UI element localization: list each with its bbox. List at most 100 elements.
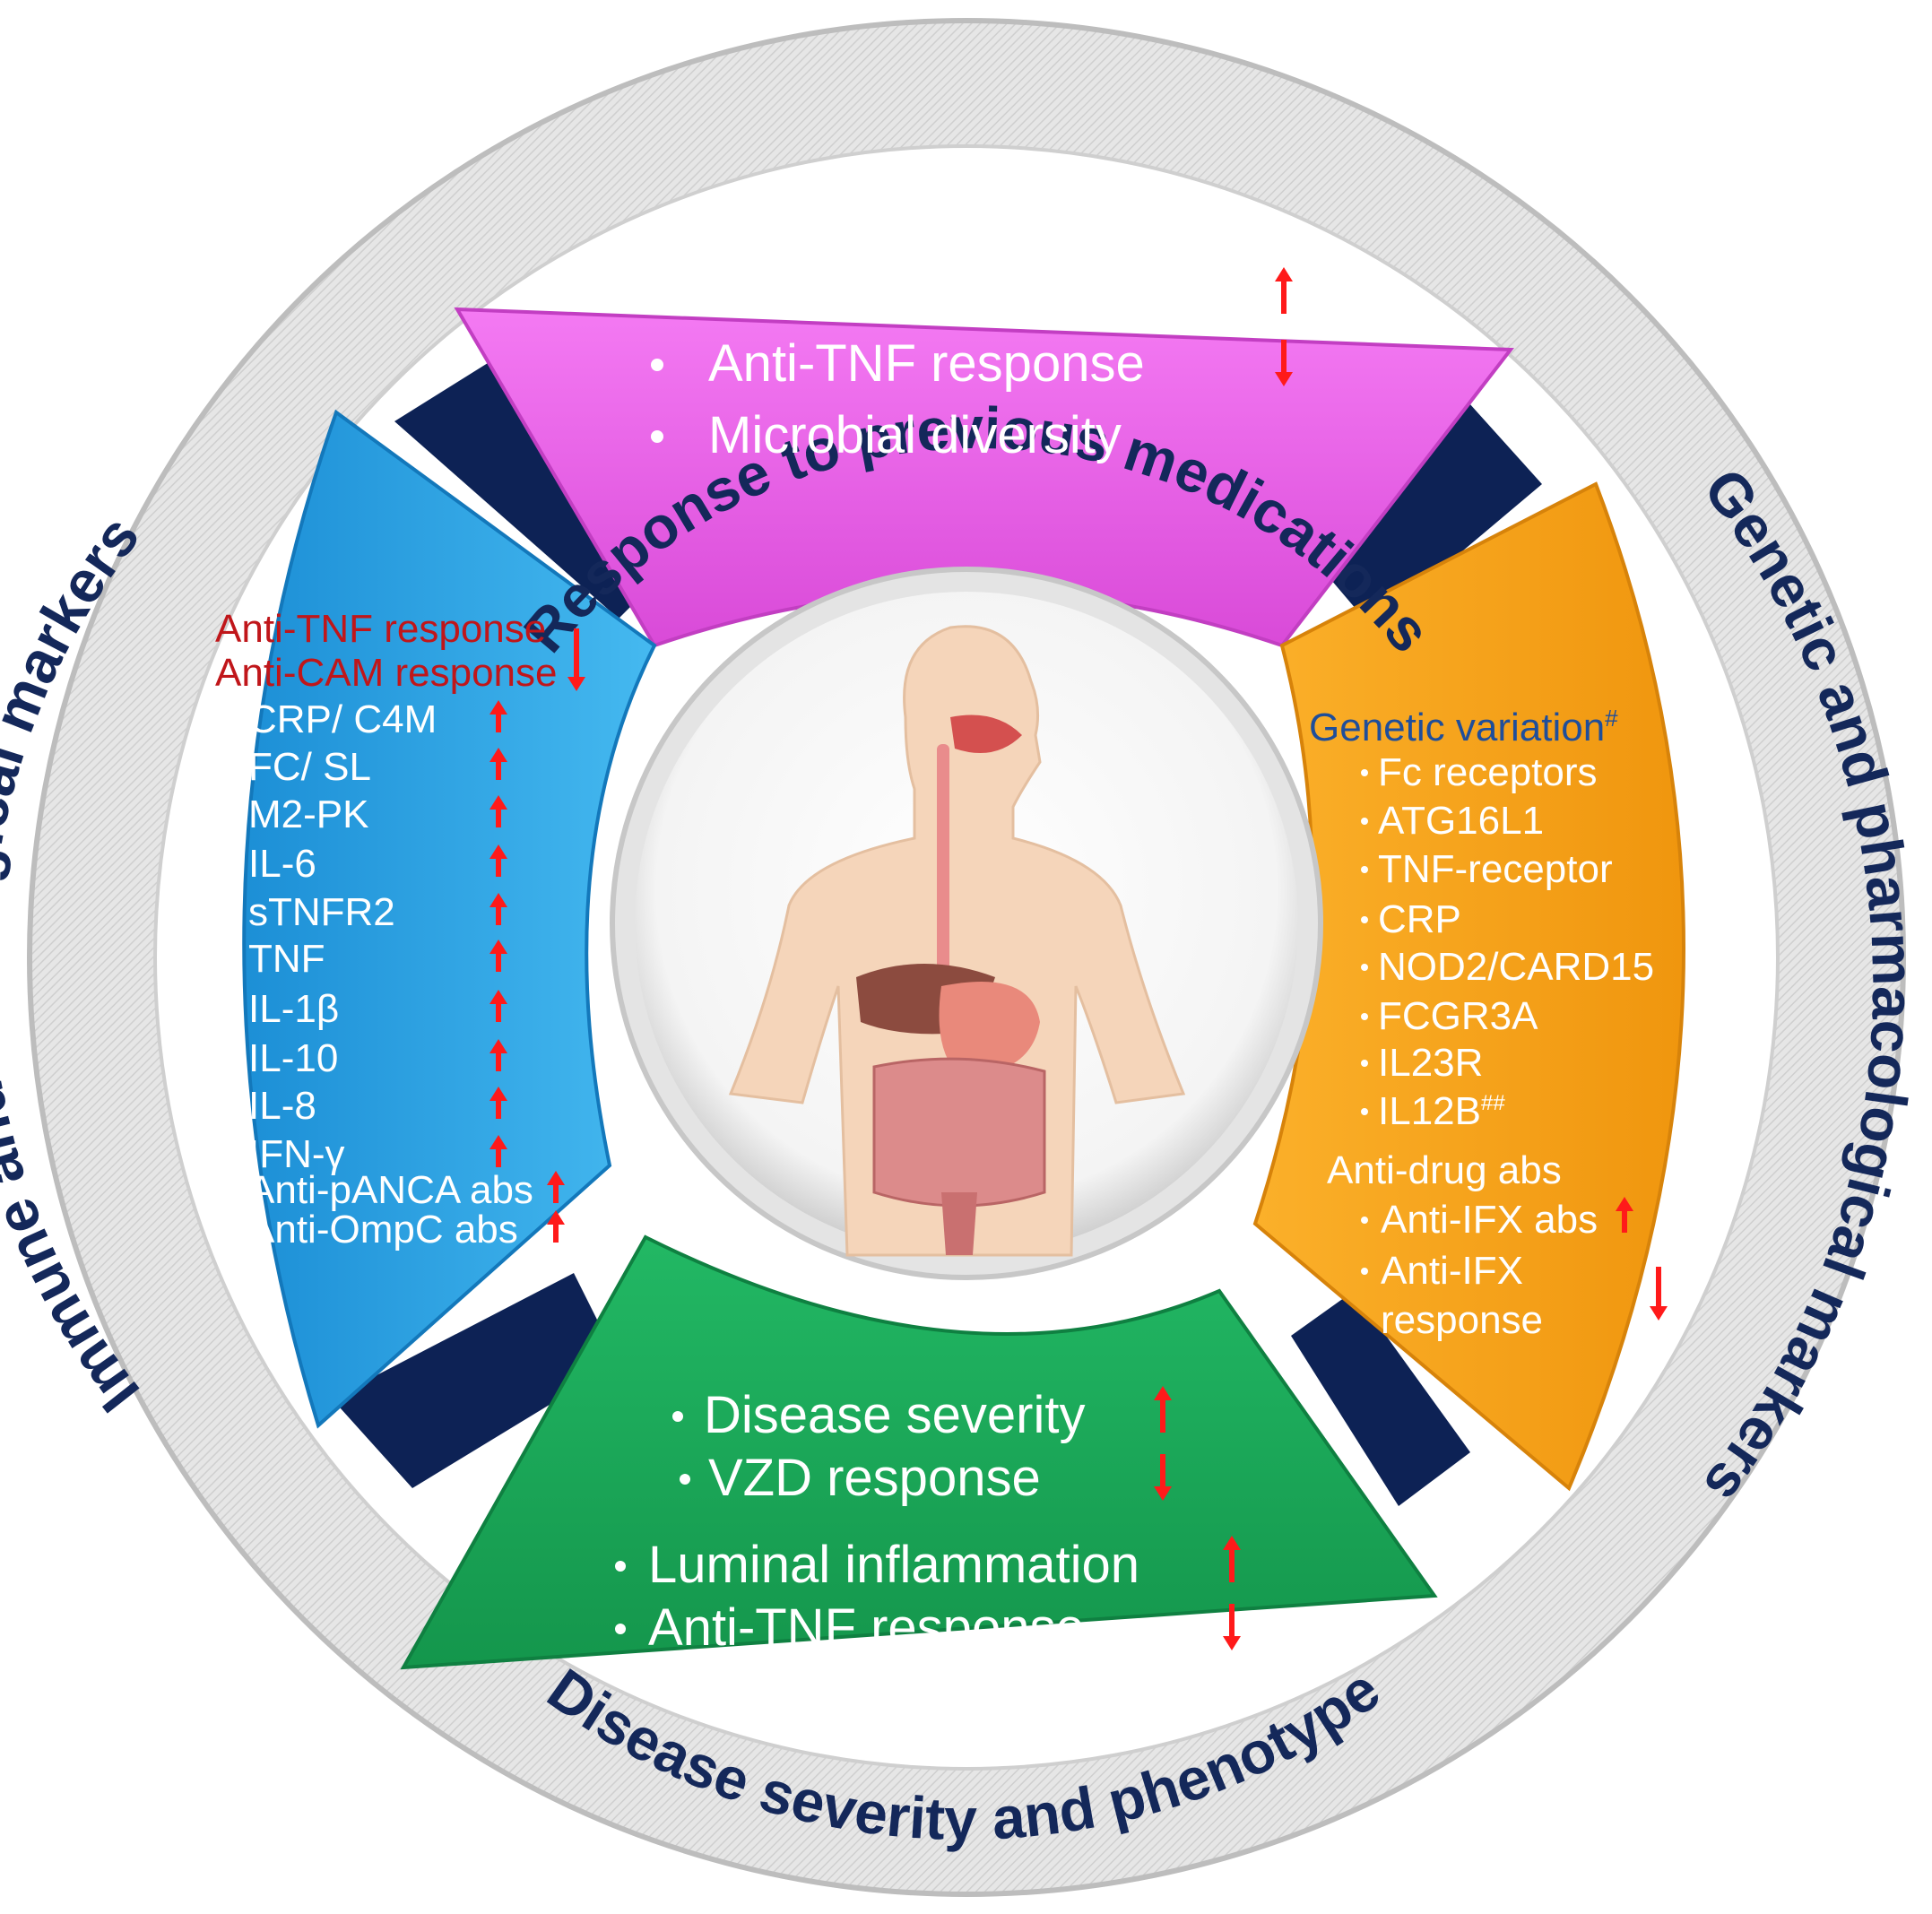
left-item-arrow-up-head xyxy=(489,940,507,954)
right-subitem-arrow-up-head xyxy=(1616,1197,1633,1211)
left-item-bullet xyxy=(231,1103,238,1110)
left-item-text: TNF xyxy=(248,937,325,981)
left-item-text: IL-6 xyxy=(248,842,316,886)
right-item-bullet xyxy=(1361,769,1368,776)
top-item-arrow-down xyxy=(1275,340,1293,386)
left-item-bullet xyxy=(231,764,238,771)
left-item-bullet xyxy=(231,1006,238,1013)
left-header-text: Anti-TNF response xyxy=(215,607,546,651)
left-item-bullet xyxy=(231,1151,238,1158)
right-item-text: FCGR3A xyxy=(1378,994,1538,1038)
right-item-bullet xyxy=(1361,1013,1368,1020)
left-item-arrow-up-head xyxy=(547,1210,565,1225)
right-subitem-arrow-down-head xyxy=(1650,1306,1668,1321)
bottom-item-bullet xyxy=(615,1624,626,1634)
right-item-bullet xyxy=(1361,916,1368,923)
bottom-item-arrow-up xyxy=(1154,1386,1172,1433)
left-item-text: IL-8 xyxy=(248,1084,316,1128)
bottom-item-arrow-down-head xyxy=(1223,1636,1241,1650)
left-item-bullet xyxy=(231,811,238,818)
left-item-arrow-up xyxy=(489,795,507,827)
top-item-text: Anti-TNF response xyxy=(708,334,1145,393)
dark-spoke-top-right xyxy=(1295,394,1542,628)
right-item-text: TNF-receptor xyxy=(1378,847,1613,891)
left-item-arrow-up-head xyxy=(489,1087,507,1101)
left-item-bullet xyxy=(231,956,238,963)
top-item-text: Microbial diversity xyxy=(708,406,1122,464)
left-header-arrow-down xyxy=(567,628,585,691)
right-subitem-text: response xyxy=(1381,1298,1543,1342)
left-item-arrow-up-head xyxy=(489,795,507,810)
left-item-text: FC/ SL xyxy=(248,745,371,789)
left-item-text: IL-10 xyxy=(248,1036,338,1080)
top-item-bullet xyxy=(651,359,663,371)
left-item-arrow-up-head xyxy=(489,1135,507,1149)
left-header-text: Anti-CAM response xyxy=(215,651,557,695)
dark-spoke-bottom-right xyxy=(1291,1291,1470,1506)
bottom-item-arrow-up-head xyxy=(1223,1536,1241,1550)
top-item-arrow-up xyxy=(1275,267,1293,314)
dark-spoke-bottom-left xyxy=(332,1273,619,1488)
right-item-text: ATG16L1 xyxy=(1378,799,1544,843)
left-item-bullet xyxy=(231,1187,238,1194)
left-item-text: IL-1β xyxy=(248,987,339,1031)
left-item-arrow-up xyxy=(489,748,507,780)
left-item-text: Anti-OmpC abs xyxy=(248,1208,518,1251)
right-item-bullet xyxy=(1361,964,1368,971)
bottom-item-text: Disease severity xyxy=(704,1386,1085,1444)
left-item-text: sTNFR2 xyxy=(248,890,395,934)
right-subitem-arrow-down xyxy=(1650,1267,1668,1321)
right-item-bullet xyxy=(1361,1060,1368,1067)
left-item-arrow-up-head xyxy=(489,990,507,1004)
right-item-superscript: ## xyxy=(1481,1091,1505,1115)
left-item-text: Anti-pANCA abs xyxy=(248,1168,533,1212)
left-item-bullet xyxy=(231,861,238,868)
right-item-text: IL23R xyxy=(1378,1041,1483,1085)
left-item-arrow-up xyxy=(547,1171,565,1203)
left-item-arrow-up-head xyxy=(547,1171,565,1185)
left-item-arrow-up xyxy=(489,990,507,1022)
right-item-bullet xyxy=(1361,818,1368,825)
left-item-text: M2-PK xyxy=(248,792,368,836)
right-subitem-bullet xyxy=(1361,1268,1368,1275)
left-item-arrow-up xyxy=(489,940,507,972)
left-item-arrow-up xyxy=(489,1135,507,1167)
left-item-text: IFN-γ xyxy=(248,1132,345,1176)
left-item-bullet xyxy=(231,1055,238,1062)
rectum xyxy=(941,1192,977,1255)
left-item-arrow-up-head xyxy=(489,893,507,907)
left-item-arrow-up-head xyxy=(489,1039,507,1053)
left-item-arrow-up xyxy=(489,893,507,925)
green-panel xyxy=(400,1234,1438,1670)
bottom-item-bullet xyxy=(672,1411,683,1422)
left-item-bullet xyxy=(231,1226,238,1234)
bottom-item-bullet xyxy=(680,1474,690,1485)
left-item-arrow-up-head xyxy=(489,748,507,762)
body-silhouette xyxy=(728,625,1186,1257)
right-item-bullet xyxy=(1361,1108,1368,1115)
top-item-bullet xyxy=(651,291,663,304)
bottom-item-arrow-up xyxy=(1223,1536,1241,1582)
mouth-cavity xyxy=(950,715,1022,753)
bottom-item-arrow-down-head xyxy=(1154,1486,1172,1501)
bottom-item-text: VZD response xyxy=(708,1449,1041,1507)
left-item-arrow-up xyxy=(489,844,507,877)
left-item-arrow-up-head xyxy=(489,700,507,715)
bottom-item-text: Luminal inflammation xyxy=(648,1536,1139,1594)
left-item-arrow-up xyxy=(489,1039,507,1071)
left-header-arrow-down-head xyxy=(567,677,585,691)
bottom-item-arrow-up-head xyxy=(1154,1386,1172,1400)
right-subitem-text: Anti-IFX xyxy=(1381,1249,1523,1293)
bottom-item-arrow-down xyxy=(1154,1454,1172,1501)
right-header-mark: # xyxy=(1605,705,1618,732)
right-subitem-text: Anti-IFX abs xyxy=(1381,1198,1598,1242)
left-item-arrow-up-head xyxy=(489,844,507,859)
bottom-item-arrow-down xyxy=(1223,1604,1241,1650)
right-subitem-arrow-up xyxy=(1616,1197,1633,1233)
top-item-bullet xyxy=(651,430,663,443)
right-item-text: Fc receptors xyxy=(1378,750,1598,794)
